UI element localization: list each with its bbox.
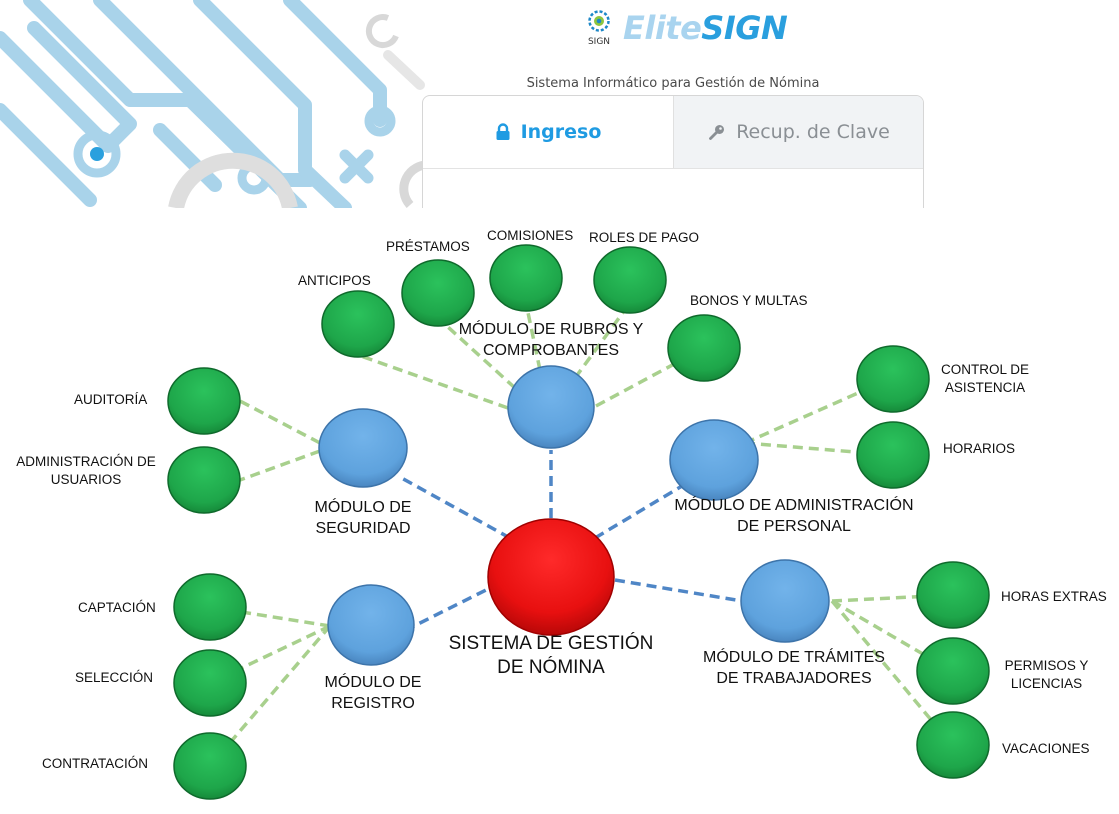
- payroll-system-diagram: [167, 244, 990, 800]
- link-seguridad-auditoria: [239, 399, 321, 445]
- brand-name-sign: SIGN: [701, 9, 788, 47]
- key-icon: [709, 125, 725, 140]
- node-seleccion: [173, 649, 247, 717]
- brand-name: EliteSIGN: [623, 9, 788, 47]
- label-module-seguridad: MÓDULO DE SEGURIDAD: [314, 499, 412, 537]
- node-core-system: [487, 518, 615, 636]
- link-seguridad-admin: [239, 449, 321, 482]
- link-rubros-anticipos: [357, 353, 509, 410]
- label-module-rubros: MÓDULO DE RUBROS Y COMPROBANTES: [458, 321, 644, 359]
- tab-login[interactable]: Ingreso: [423, 96, 673, 168]
- label-seleccion: SELECCIÓN: [75, 670, 154, 685]
- label-captacion: CAPTACIÓN: [78, 600, 156, 615]
- node-control-asistencia: [856, 345, 930, 413]
- node-horarios: [856, 421, 930, 489]
- node-admin-usuarios: [167, 446, 241, 514]
- node-module-seguridad: [318, 408, 408, 488]
- link-core-personal: [594, 484, 683, 540]
- label-roles-de-pago: ROLES DE PAGO: [589, 230, 700, 245]
- link-rubros-comisiones: [524, 302, 542, 371]
- tab-divider: [423, 168, 923, 169]
- link-rubros-prestamos: [436, 316, 517, 390]
- sign-globe-icon: SIGN: [588, 10, 610, 47]
- label-comisiones: COMISIONES: [487, 228, 574, 243]
- logo-small-text: SIGN: [588, 37, 610, 47]
- node-horas-extras: [916, 561, 990, 629]
- module-nodes: [318, 365, 830, 666]
- label-prestamos: PRÉSTAMOS: [386, 239, 470, 254]
- node-anticipos: [321, 290, 395, 358]
- lock-icon: [496, 123, 510, 140]
- label-permisos-licencias: PERMISOS Y LICENCIAS: [1004, 658, 1089, 691]
- node-module-tramites: [740, 559, 830, 643]
- label-vacaciones: VACACIONES: [1002, 741, 1090, 756]
- label-core-system: SISTEMA DE GESTIÓN DE NÓMINA: [448, 633, 654, 679]
- tab-recover-label: Recup. de Clave: [736, 121, 890, 143]
- tab-login-label: Ingreso: [520, 121, 602, 143]
- node-module-personal: [669, 419, 759, 501]
- label-bonos-y-multas: BONOS Y MULTAS: [690, 293, 808, 308]
- node-comisiones: [489, 244, 563, 312]
- label-control-asistencia: CONTROL DE ASISTENCIA: [940, 362, 1029, 395]
- node-module-rubros: [507, 365, 595, 449]
- node-captacion: [173, 573, 247, 641]
- label-auditoria: AUDITORÍA: [74, 392, 148, 407]
- link-core-seguridad: [397, 474, 511, 540]
- label-horarios: HORARIOS: [943, 441, 1016, 456]
- link-personal-horarios: [744, 441, 893, 457]
- label-module-registro: MÓDULO DE REGISTRO: [324, 674, 422, 712]
- node-auditoria: [167, 367, 241, 435]
- module-links: [397, 450, 743, 630]
- link-registro-seleccion: [209, 624, 331, 685]
- login-card: Ingreso Recup. de Clave: [422, 95, 924, 208]
- decorative-circuit-background: [0, 0, 431, 208]
- node-contratacion: [173, 732, 247, 800]
- login-page-header: SIGN EliteSIGN Sistema Informático para …: [0, 0, 1119, 208]
- label-admin-usuarios: ADMINISTRACIÓN DE USUARIOS: [16, 454, 156, 487]
- label-contratacion: CONTRATACIÓN: [42, 756, 148, 771]
- node-prestamos: [401, 259, 475, 327]
- leaf-nodes: [167, 244, 990, 800]
- link-core-registro: [409, 581, 501, 630]
- label-horas-extras: HORAS EXTRAS: [1001, 589, 1107, 604]
- node-bonos: [667, 314, 741, 382]
- node-permisos: [916, 637, 990, 705]
- label-anticipos: ANTICIPOS: [298, 273, 371, 288]
- link-core-tramites: [614, 578, 743, 603]
- brand-logo: SIGN EliteSIGN: [585, 6, 788, 50]
- system-subtitle: Sistema Informático para Gestión de Nómi…: [526, 76, 820, 91]
- tab-recover-password[interactable]: Recup. de Clave: [673, 96, 923, 168]
- node-vacaciones: [916, 711, 990, 779]
- label-module-personal: MÓDULO DE ADMINISTRACIÓN DE PERSONAL: [674, 497, 914, 535]
- node-module-registro: [327, 584, 415, 666]
- brand-name-elite: Elite: [623, 9, 702, 47]
- label-module-tramites: MÓDULO DE TRÁMITES DE TRABAJADORES: [703, 649, 885, 687]
- node-roles: [593, 246, 667, 314]
